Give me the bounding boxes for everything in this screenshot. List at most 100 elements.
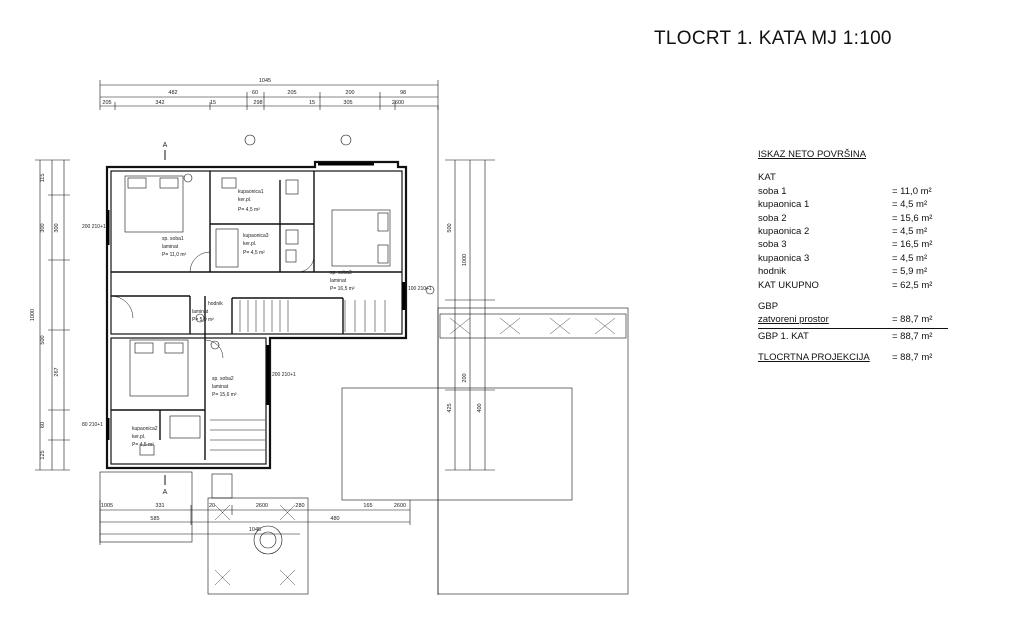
room-area: P= 11,0 m² <box>162 252 187 258</box>
legend-section: KAT <box>758 172 776 184</box>
dim-left: 300 <box>54 223 60 232</box>
row-label: TLOCRTNA PROJEKCIJA <box>758 352 870 364</box>
room-name: kupaonica3 <box>243 233 269 239</box>
room-floor: laminat <box>162 244 179 250</box>
dim-left: 115 <box>40 174 46 183</box>
row-value: = 4,5 m² <box>892 226 928 238</box>
room-area: P= 5,9 m² <box>192 317 214 323</box>
legend-row: soba 2 = 15,6 m² <box>758 212 948 225</box>
dim-left: 500 <box>40 335 46 344</box>
row-label: zatvoreni prostor <box>758 314 829 326</box>
dim-top: 60 <box>252 90 258 96</box>
row-value: = 4,5 m² <box>892 199 928 211</box>
row-label: GBP 1. KAT <box>758 330 809 342</box>
room-name: kupaonica2 <box>132 426 158 432</box>
dim-top: 200 <box>345 90 354 96</box>
row-label: kupaonica 2 <box>758 226 810 238</box>
dim-overall-top: 1045 <box>259 78 271 84</box>
dim-left: 1000 <box>30 309 36 321</box>
dim-bottom: 585 <box>150 516 159 522</box>
dim-right: 400 <box>477 403 483 412</box>
legend-row: kupaonica 3 = 4,5 m² <box>758 252 948 265</box>
row-label: hodnik <box>758 266 786 278</box>
room-soba3: sp. soba3 laminat P= 16,5 m² <box>330 270 355 292</box>
dim-top: 298 <box>253 100 262 106</box>
row-value: = 88,7 m² <box>892 314 933 326</box>
room-kupaonica2: kupaonica2 ker.pl. P= 4,5 m² <box>132 426 158 448</box>
room-area: P= 15,6 m² <box>212 392 237 398</box>
dim-right: 500 <box>447 223 453 232</box>
gbp-heading: GBP <box>758 301 779 313</box>
legend-row: soba 1 = 11,0 m² <box>758 185 948 198</box>
section-mark-bottom: A <box>163 489 168 496</box>
room-floor: ker.pl. <box>243 241 256 247</box>
window-label: 200 210+1 <box>82 224 106 230</box>
dim-top: 482 <box>168 90 177 96</box>
dim-top: 342 <box>155 100 164 106</box>
row-value: = 88,7 m² <box>892 352 933 364</box>
dim-top: 205 <box>287 90 296 96</box>
dim-top: 2600 <box>392 100 404 106</box>
dim-left: 125 <box>40 450 46 459</box>
room-area: P= 4,5 m² <box>243 250 265 256</box>
row-value: = 16,5 m² <box>892 239 933 251</box>
dim-top: 15 <box>309 100 315 106</box>
left-dimensions <box>35 159 70 471</box>
row-value: = 11,0 m² <box>892 185 932 197</box>
room-area: P= 4,5 m² <box>238 207 260 213</box>
gbp-row: zatvoreni prostor = 88,7 m² <box>758 313 948 326</box>
row-label: soba 3 <box>758 239 787 251</box>
room-kupaonica3: kupaonica3 ker.pl. P= 4,5 m² <box>243 233 269 256</box>
dim-top: 98 <box>400 90 406 96</box>
dim-top: 205 <box>102 100 111 106</box>
row-value: = 4,5 m² <box>892 252 928 264</box>
dim-left: 300 <box>40 223 46 232</box>
dim-bottom: 280 <box>295 503 304 509</box>
row-label: soba 2 <box>758 212 787 224</box>
dim-right: 1000 <box>462 254 468 266</box>
room-name: sp. soba1 <box>162 236 184 242</box>
window-label: 80 210+1 <box>82 422 103 428</box>
room-floor: laminat <box>330 278 347 284</box>
dim-bottom: 480 <box>330 516 339 522</box>
section-mark-top: A <box>163 142 168 149</box>
room-floor: laminat <box>212 384 229 390</box>
legend-row: kupaonica 2 = 4,5 m² <box>758 225 948 238</box>
dim-right: 425 <box>447 403 453 412</box>
dim-bottom: 331 <box>155 503 164 509</box>
room-name: kupaonica1 <box>238 189 264 195</box>
row-value: = 88,7 m² <box>892 330 933 342</box>
row-label: kupaonica 1 <box>758 199 810 211</box>
window-label: 200 210+1 <box>272 372 296 378</box>
room-floor: laminat <box>192 309 209 315</box>
room-area: P= 16,5 m² <box>330 286 355 292</box>
room-soba1: sp. soba1 laminat P= 11,0 m² <box>162 236 187 258</box>
room-floor: ker.pl. <box>238 197 251 203</box>
room-kupaonica1: kupaonica1 ker.pl. P= 4,5 m² <box>238 189 264 213</box>
room-name: sp. soba2 <box>212 376 234 382</box>
row-label: soba 1 <box>758 185 787 197</box>
bed-3 <box>331 209 391 267</box>
dim-bottom: 165 <box>363 503 372 509</box>
projection-row: TLOCRTNA PROJEKCIJA = 88,7 m² <box>758 351 948 364</box>
legend-heading: ISKAZ NETO POVRŠINA <box>758 149 867 160</box>
row-label: kupaonica 3 <box>758 252 810 264</box>
dim-overall-bottom: 1045 <box>249 527 261 533</box>
room-area: P= 4,5 m² <box>132 442 154 448</box>
room-name: sp. soba3 <box>330 270 352 276</box>
room-name: hodnik <box>208 301 223 307</box>
drawing-title: TLOCRT 1. KATA MJ 1:100 <box>654 28 892 49</box>
dim-top: 15 <box>210 100 216 106</box>
legend-total-row: KAT UKUPNO= 62,5 m² <box>758 279 948 292</box>
gbp-row: GBP 1. KAT = 88,7 m² <box>758 330 948 343</box>
legend-row: soba 3 = 16,5 m² <box>758 238 948 251</box>
legend-row: kupaonica 1 = 4,5 m² <box>758 198 948 211</box>
room-hodnik: hodnik laminat P= 5,9 m² <box>192 301 223 323</box>
dim-bottom: 20 <box>209 503 215 509</box>
row-value: = 15,6 m² <box>892 212 933 224</box>
dim-bottom: 2600 <box>256 503 268 509</box>
dim-bottom: 2600 <box>394 503 406 509</box>
inner-walls <box>111 171 402 460</box>
bed-1 <box>124 175 184 233</box>
row-value: = 62,5 m² <box>892 279 933 291</box>
